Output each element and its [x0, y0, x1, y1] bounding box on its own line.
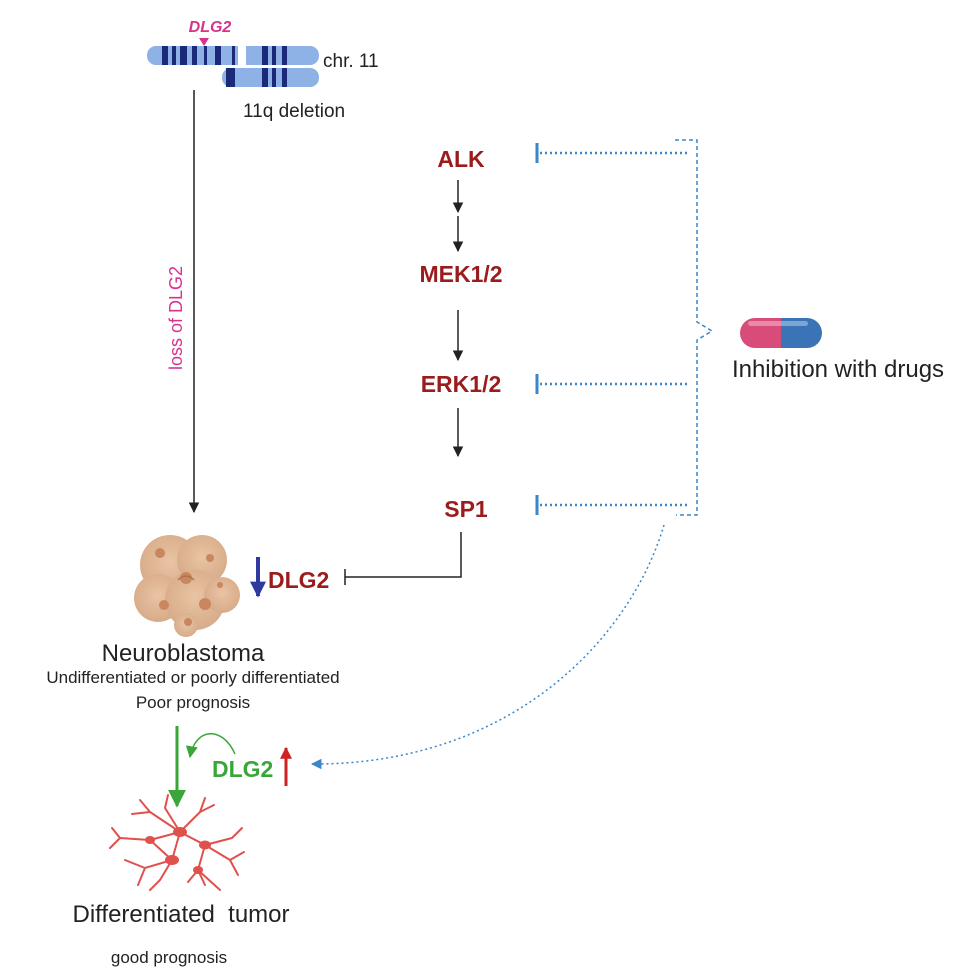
node-sp1: SP1	[444, 496, 488, 522]
drugs-label: Inhibition with drugs	[732, 356, 944, 383]
node-mek: MEK1/2	[419, 261, 502, 287]
differentiated-title: Differentiated tumor	[73, 901, 290, 928]
neuron-bodies	[145, 827, 211, 874]
chromosome-11-icon	[147, 44, 319, 87]
node-alk: ALK	[437, 146, 485, 172]
inhibit-sp1	[535, 495, 690, 515]
deletion-label: 11q deletion	[243, 101, 345, 122]
dlg2-up-label: DLG2	[212, 756, 273, 782]
sp1-inhibit-line	[345, 532, 462, 578]
node-erk: ERK1/2	[421, 371, 502, 397]
differentiated-neurons-icon	[109, 794, 245, 891]
pill-icon	[740, 318, 822, 348]
neuroblastoma-prognosis: Poor prognosis	[136, 693, 250, 712]
neuroblastoma-cluster-icon	[134, 535, 240, 637]
neuroblastoma-title: Neuroblastoma	[102, 640, 265, 667]
loss-label: loss of DLG2	[166, 266, 186, 370]
inhibit-erk	[535, 374, 690, 394]
drug-bracket	[675, 139, 714, 516]
differentiated-prognosis: good prognosis	[111, 948, 227, 967]
dlg2-up-curve-arrow	[185, 733, 236, 759]
gene-marker-icon	[199, 38, 209, 46]
drug-to-dlg2-arrow	[310, 524, 665, 770]
gene-label-dlg2: DLG2	[189, 19, 232, 36]
dlg2-down-label: DLG2	[268, 567, 329, 593]
neuroblastoma-subtitle: Undifferentiated or poorly differentiate…	[46, 668, 339, 687]
inhibit-alk	[535, 143, 690, 163]
chromosome-label: chr. 11	[323, 51, 379, 72]
